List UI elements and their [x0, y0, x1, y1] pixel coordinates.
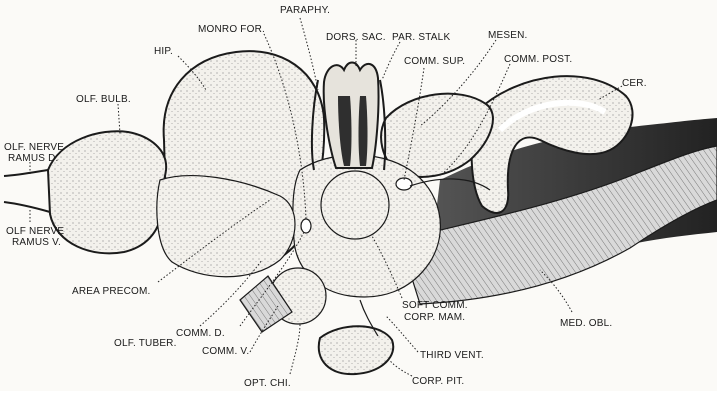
- label-par-stalk: PAR. STALK: [392, 32, 450, 43]
- label-soft-comm: SOFT COMM.: [402, 300, 468, 311]
- thalamus-circle: [321, 171, 389, 239]
- label-olf-bulb: OLF. BULB.: [76, 94, 131, 105]
- label-third-vent: THIRD VENT.: [420, 350, 484, 361]
- label-monro-for: MONRO FOR.: [198, 24, 265, 35]
- foramen-monro-marker: [301, 219, 311, 233]
- olf-nerve-ramus-v: [4, 202, 50, 212]
- commissura-superior: [396, 178, 412, 190]
- dorsal-sac-dark-inner-2: [359, 96, 368, 166]
- leader-par-stalk: [382, 42, 400, 80]
- label-comm-v: COMM. V.: [202, 346, 249, 357]
- label-corp-pit: CORP. PIT.: [412, 376, 464, 387]
- leader-olf-bulb: [118, 104, 120, 134]
- label-cer: CER.: [622, 78, 647, 89]
- label-comm-post: COMM. POST.: [504, 54, 572, 65]
- label-area-precom: AREA PRECOM.: [72, 286, 151, 297]
- label-olf-nerve-v-1: OLF NERVE: [6, 226, 64, 237]
- label-olf-nerve-v-2: RAMUS V.: [12, 237, 61, 248]
- label-olf-nerve-d-2: RAMUS D.: [8, 153, 59, 164]
- label-med-obl: MED. OBL.: [560, 318, 612, 329]
- label-corp-mam: CORP. MAM.: [404, 312, 465, 323]
- label-olf-tuber: OLF. TUBER.: [114, 338, 177, 349]
- leader-corp-pit: [388, 358, 412, 376]
- label-opt-chi: OPT. CHI.: [244, 378, 291, 389]
- label-comm-sup: COMM. SUP.: [404, 56, 465, 67]
- label-olf-nerve-d-1: OLF. NERVE: [4, 142, 64, 153]
- label-hip: HIP.: [154, 46, 173, 57]
- leader-opt-chi: [290, 324, 300, 374]
- label-dors-sac: DORS. SAC.: [326, 32, 386, 43]
- label-paraphy: PARAPHY.: [280, 5, 330, 16]
- olfactory-bulb: [48, 131, 166, 253]
- label-mesen: MESEN.: [488, 30, 528, 41]
- corpus-pituitary: [319, 326, 394, 374]
- olf-nerve-ramus-d: [4, 170, 48, 176]
- label-comm-d: COMM. D.: [176, 328, 225, 339]
